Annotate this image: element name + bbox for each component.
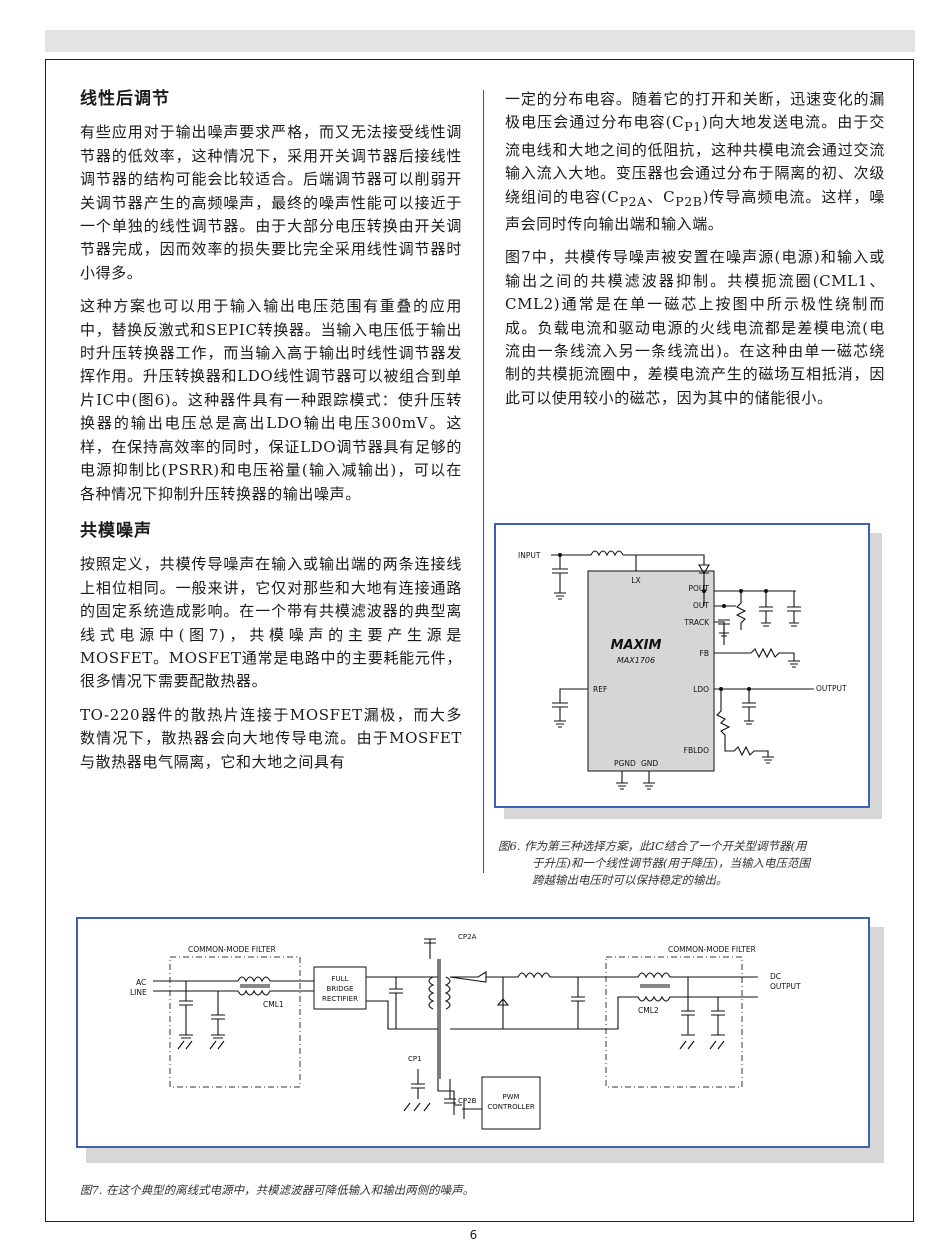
pin-out: OUT: [693, 601, 709, 610]
pin-pgnd: PGND: [614, 759, 636, 768]
caption-line: 图6. 作为第三种选择方案，此IC结合了一个开关型调节器(用: [498, 839, 807, 853]
figure6-caption: 图6. 作为第三种选择方案，此IC结合了一个开关型调节器(用 于升压)和一个线性…: [498, 838, 878, 889]
paragraph: 这种方案也可以用于输入输出电压范围有重叠的应用中，替换反激式和SEPIC转换器。…: [80, 297, 462, 503]
part-number: MAX1706: [617, 656, 655, 665]
paragraph: 有些应用对于输出噪声要求严格，而又无法接受线性调节器的低效率，这种情况下，采用开…: [80, 123, 462, 282]
dc-output-label: OUTPUT: [770, 982, 801, 991]
cm-filter-label-right: COMMON-MODE FILTER: [668, 945, 756, 954]
paragraph: 一定的分布电容。随着它的打开和关断，迅速变化的漏极电压会通过分布电容(CP1)向…: [505, 90, 885, 234]
right-column: 一定的分布电容。随着它的打开和关断，迅速变化的漏极电压会通过分布电容(CP1)向…: [505, 88, 885, 420]
cml1-label: CML1: [263, 1000, 284, 1009]
figure6-circuit: MAXIM MAX1706 LX POUT OUT TRACK FB REF L…: [494, 523, 870, 808]
input-label: INPUT: [518, 551, 541, 560]
heading-linear-post-regulation: 线性后调节: [80, 89, 170, 109]
ac-line-label: AC: [136, 978, 146, 987]
heading-common-mode-noise: 共模噪声: [80, 520, 152, 541]
figure7-circuit: COMMON-MODE FILTER AC LINE CML1 FULL BRI…: [76, 917, 870, 1148]
pin-fb: FB: [700, 649, 709, 658]
caption-line: 于升压)和一个线性调节器(用于降压)，当输入电压范围: [532, 856, 810, 870]
cp2a-label: CP2A: [458, 933, 477, 941]
figure6-schematic: MAXIM MAX1706 LX POUT OUT TRACK FB REF L…: [518, 550, 847, 790]
rectifier-label: BRIDGE: [327, 985, 354, 993]
figure7-caption: 图7. 在这个典型的离线式电源中，共模滤波器可降低输入和输出两侧的噪声。: [80, 1183, 475, 1197]
dc-output-label: DC: [770, 972, 781, 981]
pin-gnd: GND: [641, 759, 658, 768]
max1706-chip: [587, 570, 715, 772]
paragraph: 图7中，共模传导噪声被安置在噪声源(电源)和输入或输出之间的共模滤波器抑制。共模…: [505, 248, 885, 407]
pin-track: TRACK: [683, 618, 710, 627]
pwm-label: PWM: [502, 1093, 519, 1101]
figure7-schematic: COMMON-MODE FILTER AC LINE CML1 FULL BRI…: [130, 933, 801, 1130]
page-number: 6: [469, 1228, 478, 1242]
paragraph: TO-220器件的散热片连接于MOSFET漏极，而大多数情况下，散热器会向大地传…: [80, 705, 462, 771]
pin-ref: REF: [593, 685, 607, 694]
paragraph: 按照定义，共模传导噪声在输入或输出端的两条连接线上相位相同。一般来讲，它仅对那些…: [80, 555, 462, 691]
cp2b-label: CP2B: [458, 1097, 477, 1105]
pwm-label: CONTROLLER: [487, 1103, 535, 1111]
rectifier-label: FULL: [332, 975, 349, 983]
pin-lx: LX: [631, 576, 640, 585]
ac-line-label: LINE: [130, 988, 147, 997]
page-frame: [45, 59, 914, 1222]
pin-pout: POUT: [689, 584, 710, 593]
cml2-label: CML2: [638, 1006, 659, 1015]
cm-filter-label-left: COMMON-MODE FILTER: [188, 945, 276, 954]
left-column: 线性后调节 有些应用对于输出噪声要求严格，而又无法接受线性调节器的低效率，这种情…: [80, 88, 462, 784]
output-label: OUTPUT: [816, 684, 847, 693]
rectifier-label: RECTIFIER: [322, 995, 358, 1003]
column-divider: [483, 90, 484, 873]
caption-line: 跨越输出电压时可以保持稳定的输出。: [532, 873, 728, 887]
maxim-logo: MAXIM: [611, 638, 662, 653]
header-bar: [45, 30, 915, 52]
pin-fbldo: FBLDO: [684, 746, 709, 755]
cp1-label: CP1: [408, 1055, 422, 1063]
pin-ldo: LDO: [693, 685, 709, 694]
